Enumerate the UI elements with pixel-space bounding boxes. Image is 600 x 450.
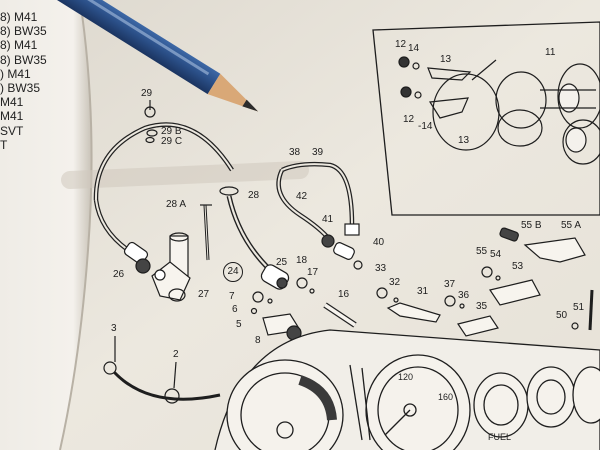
margin-line: 8) M41 — [0, 10, 38, 24]
part-label: 39 — [312, 147, 324, 158]
part-label: 35 — [476, 301, 488, 312]
part-label: 40 — [373, 237, 385, 248]
part-label: 5 — [236, 319, 242, 330]
left-page-text: 8) M41 8) BW35 8) M41 8) BW35 ) M41 ) BW… — [0, 10, 70, 152]
margin-line: ) BW35 — [0, 81, 41, 96]
part-label: 55 A — [561, 220, 582, 231]
part-label: 14 — [408, 43, 420, 54]
margin-line: 8) M41 — [0, 38, 38, 53]
part-label: 7 — [229, 291, 235, 302]
part-label: 3 — [111, 323, 117, 334]
panel-outline — [372, 21, 600, 216]
pencil — [12, 0, 259, 112]
margin-line: M41 — [0, 109, 24, 124]
part-label: 31 — [417, 286, 429, 297]
part-label: 28 — [248, 190, 260, 201]
part-label: 29 C — [161, 136, 183, 147]
part-label: 55 — [476, 246, 488, 257]
part-label: 25 — [276, 257, 288, 268]
part-label: 33 — [375, 263, 387, 274]
part-label: 13 — [458, 135, 470, 146]
part-label: 17 — [307, 267, 319, 278]
gauge-label: 160 — [438, 392, 454, 402]
part-label: 32 — [389, 277, 401, 288]
margin-line: T — [0, 137, 8, 152]
gauge-label: 120 — [398, 372, 414, 382]
margin-line: ) M41 — [0, 66, 31, 81]
part-label: 36 — [458, 290, 470, 301]
part-label: 8 — [255, 335, 261, 346]
left-page — [0, 0, 92, 450]
part-label: 29 — [141, 88, 153, 99]
part-label: 26 — [113, 269, 125, 280]
part-label: 6 — [232, 304, 238, 315]
part-label: -14 — [418, 121, 433, 132]
part-label: 37 — [444, 279, 456, 290]
margin-line: SVT — [0, 123, 24, 138]
part-label: 51 — [573, 302, 585, 313]
part-label: 41 — [322, 214, 334, 225]
part-label: 50 — [556, 310, 568, 321]
part-label: 2 — [173, 349, 179, 360]
part-label-circled: 24 — [223, 262, 243, 282]
part-label: 12 — [403, 114, 415, 125]
margin-line: 8) BW35 — [0, 24, 47, 39]
part-label: 29 B — [161, 126, 182, 137]
part-label: 42 — [296, 191, 308, 202]
gauge-label: FUEL — [488, 432, 512, 442]
part-label: 28 A — [166, 199, 187, 210]
part-label: 55 B — [521, 220, 542, 231]
pencil-shadow — [61, 161, 309, 189]
margin-line: 8) BW35 — [0, 52, 47, 67]
part-label: 12 — [395, 39, 407, 50]
part-label: 53 — [512, 261, 524, 272]
part-label: 11 — [545, 47, 556, 58]
margin-line: M41 — [0, 95, 24, 110]
part-label: 27 — [198, 289, 210, 300]
part-label: 16 — [338, 289, 350, 300]
part-label: 38 — [289, 147, 301, 158]
part-label: 54 — [490, 249, 502, 260]
part-label: 18 — [296, 255, 308, 266]
part-label: 13 — [440, 54, 452, 65]
